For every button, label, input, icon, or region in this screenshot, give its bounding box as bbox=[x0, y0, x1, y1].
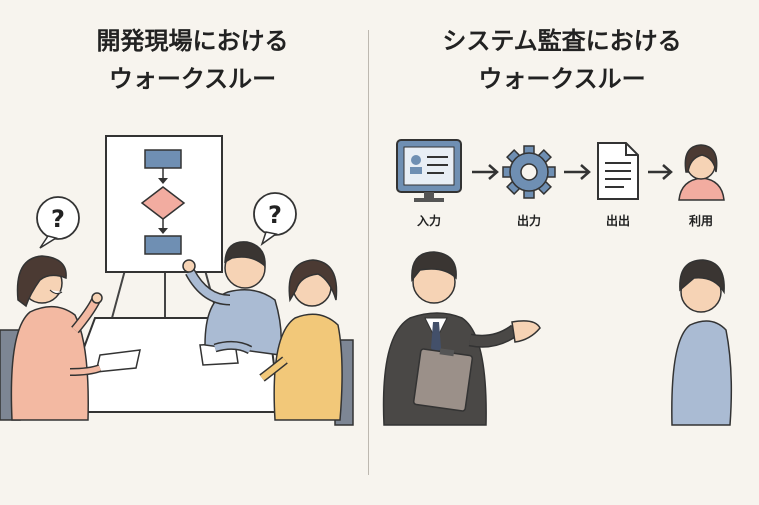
monitor-profile-icon bbox=[396, 139, 462, 202]
woman-right-person bbox=[259, 259, 354, 426]
man-middle-person bbox=[182, 241, 282, 356]
right-title-line1: システム監査における bbox=[442, 27, 682, 55]
panel-divider bbox=[368, 30, 369, 475]
right-panel-title: システム監査における ウォークスルー bbox=[372, 22, 752, 98]
flow-label-input: 入力 bbox=[416, 214, 441, 228]
woman-left-person bbox=[0, 255, 103, 421]
auditor-man-person bbox=[382, 251, 541, 426]
question-mark-left: ? bbox=[51, 205, 65, 233]
arrow-icon bbox=[472, 164, 499, 180]
arrow-icon bbox=[564, 164, 591, 180]
gear-icon bbox=[502, 145, 556, 199]
left-panel-title: 開発現場における ウォークスルー bbox=[20, 22, 365, 98]
document-icon bbox=[597, 142, 639, 200]
arrow-icon bbox=[648, 164, 673, 180]
question-mark-right: ? bbox=[268, 201, 282, 229]
question-bubble-right: ? bbox=[253, 192, 297, 246]
left-title-line1: 開発現場における bbox=[96, 27, 289, 55]
user-man-person bbox=[671, 259, 733, 426]
question-bubble-left: ? bbox=[36, 196, 80, 249]
flow-label-use: 利用 bbox=[688, 214, 713, 228]
flow-label-doc: 出出 bbox=[605, 214, 630, 228]
flow-label-output: 出力 bbox=[516, 214, 541, 228]
user-icon bbox=[678, 144, 725, 201]
left-title-line2: ウォークスルー bbox=[108, 65, 277, 93]
right-title-line2: ウォークスルー bbox=[478, 65, 646, 93]
flowchart-on-board bbox=[140, 149, 186, 255]
